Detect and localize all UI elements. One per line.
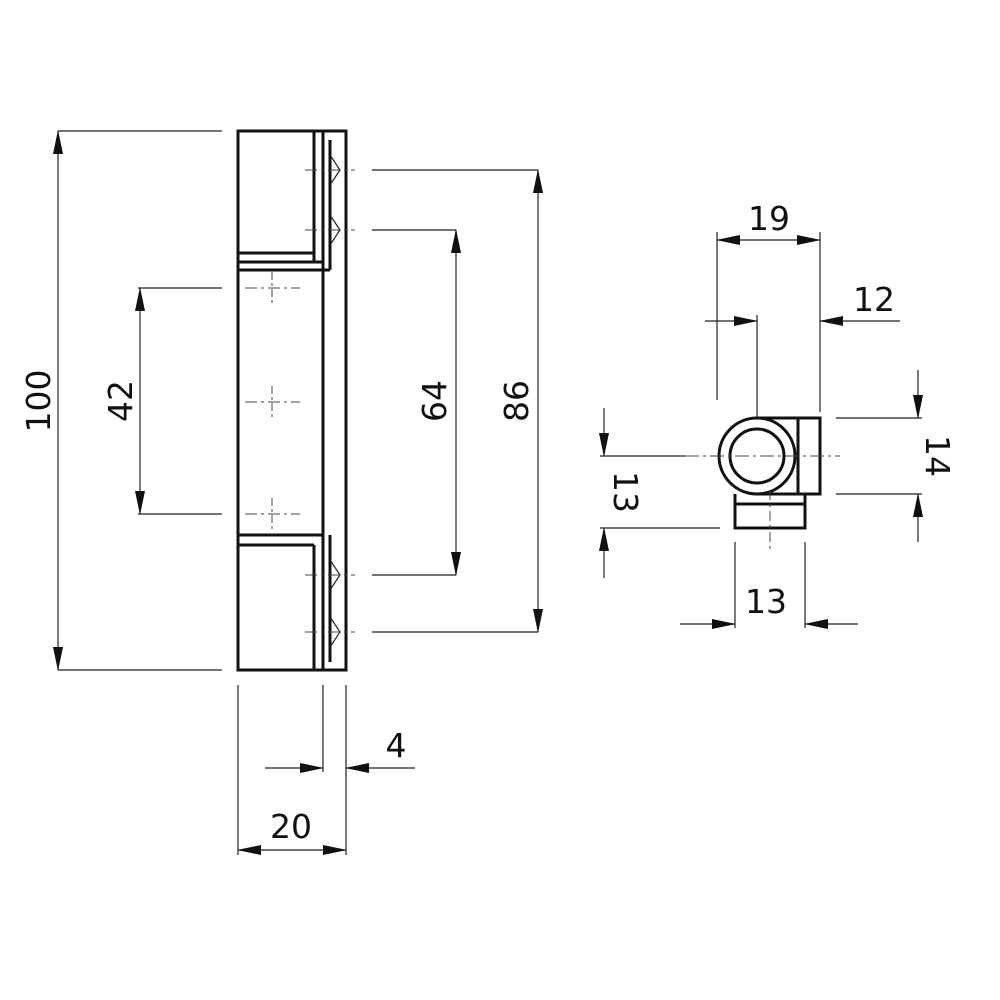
dimension-pin-offset: 12 — [705, 280, 900, 418]
label-pin-offset: 12 — [853, 280, 895, 319]
dimension-overall-height: 100 — [19, 130, 222, 671]
label-overall-height: 100 — [19, 370, 58, 433]
label-outer-spacing: 86 — [497, 380, 536, 422]
label-leaf-thickness: 4 — [386, 726, 407, 765]
label-base-height: 13 — [606, 471, 645, 513]
lower-knuckle — [238, 533, 332, 670]
label-base-width: 13 — [745, 582, 787, 621]
dimension-inner-spacing: 42 — [101, 287, 222, 515]
barrel-centerlines — [685, 455, 840, 552]
dimension-barrel-height: 14 — [836, 370, 957, 542]
top-view: 19 12 14 13 — [599, 199, 957, 629]
dimension-top-width: 19 — [716, 199, 821, 412]
dimension-mid-spacing: 64 — [372, 229, 461, 576]
main-leaf — [236, 129, 325, 672]
label-overall-width: 20 — [270, 807, 312, 846]
upper-knuckle — [236, 129, 332, 272]
dimension-base-height: 13 — [599, 408, 720, 578]
label-top-width: 19 — [748, 199, 790, 238]
label-barrel-height: 14 — [918, 435, 957, 477]
dimension-outer-spacing: 86 — [372, 169, 543, 633]
label-mid-spacing: 64 — [415, 380, 454, 422]
hole-centerlines — [245, 169, 355, 633]
dimension-base-width: 13 — [680, 542, 858, 629]
front-view: 100 42 64 86 4 — [19, 129, 543, 855]
dimension-leaf-thickness: 4 — [265, 685, 415, 773]
rear-plate — [321, 129, 348, 672]
label-inner-spacing: 42 — [101, 380, 140, 422]
dimension-overall-width: 20 — [237, 685, 347, 855]
